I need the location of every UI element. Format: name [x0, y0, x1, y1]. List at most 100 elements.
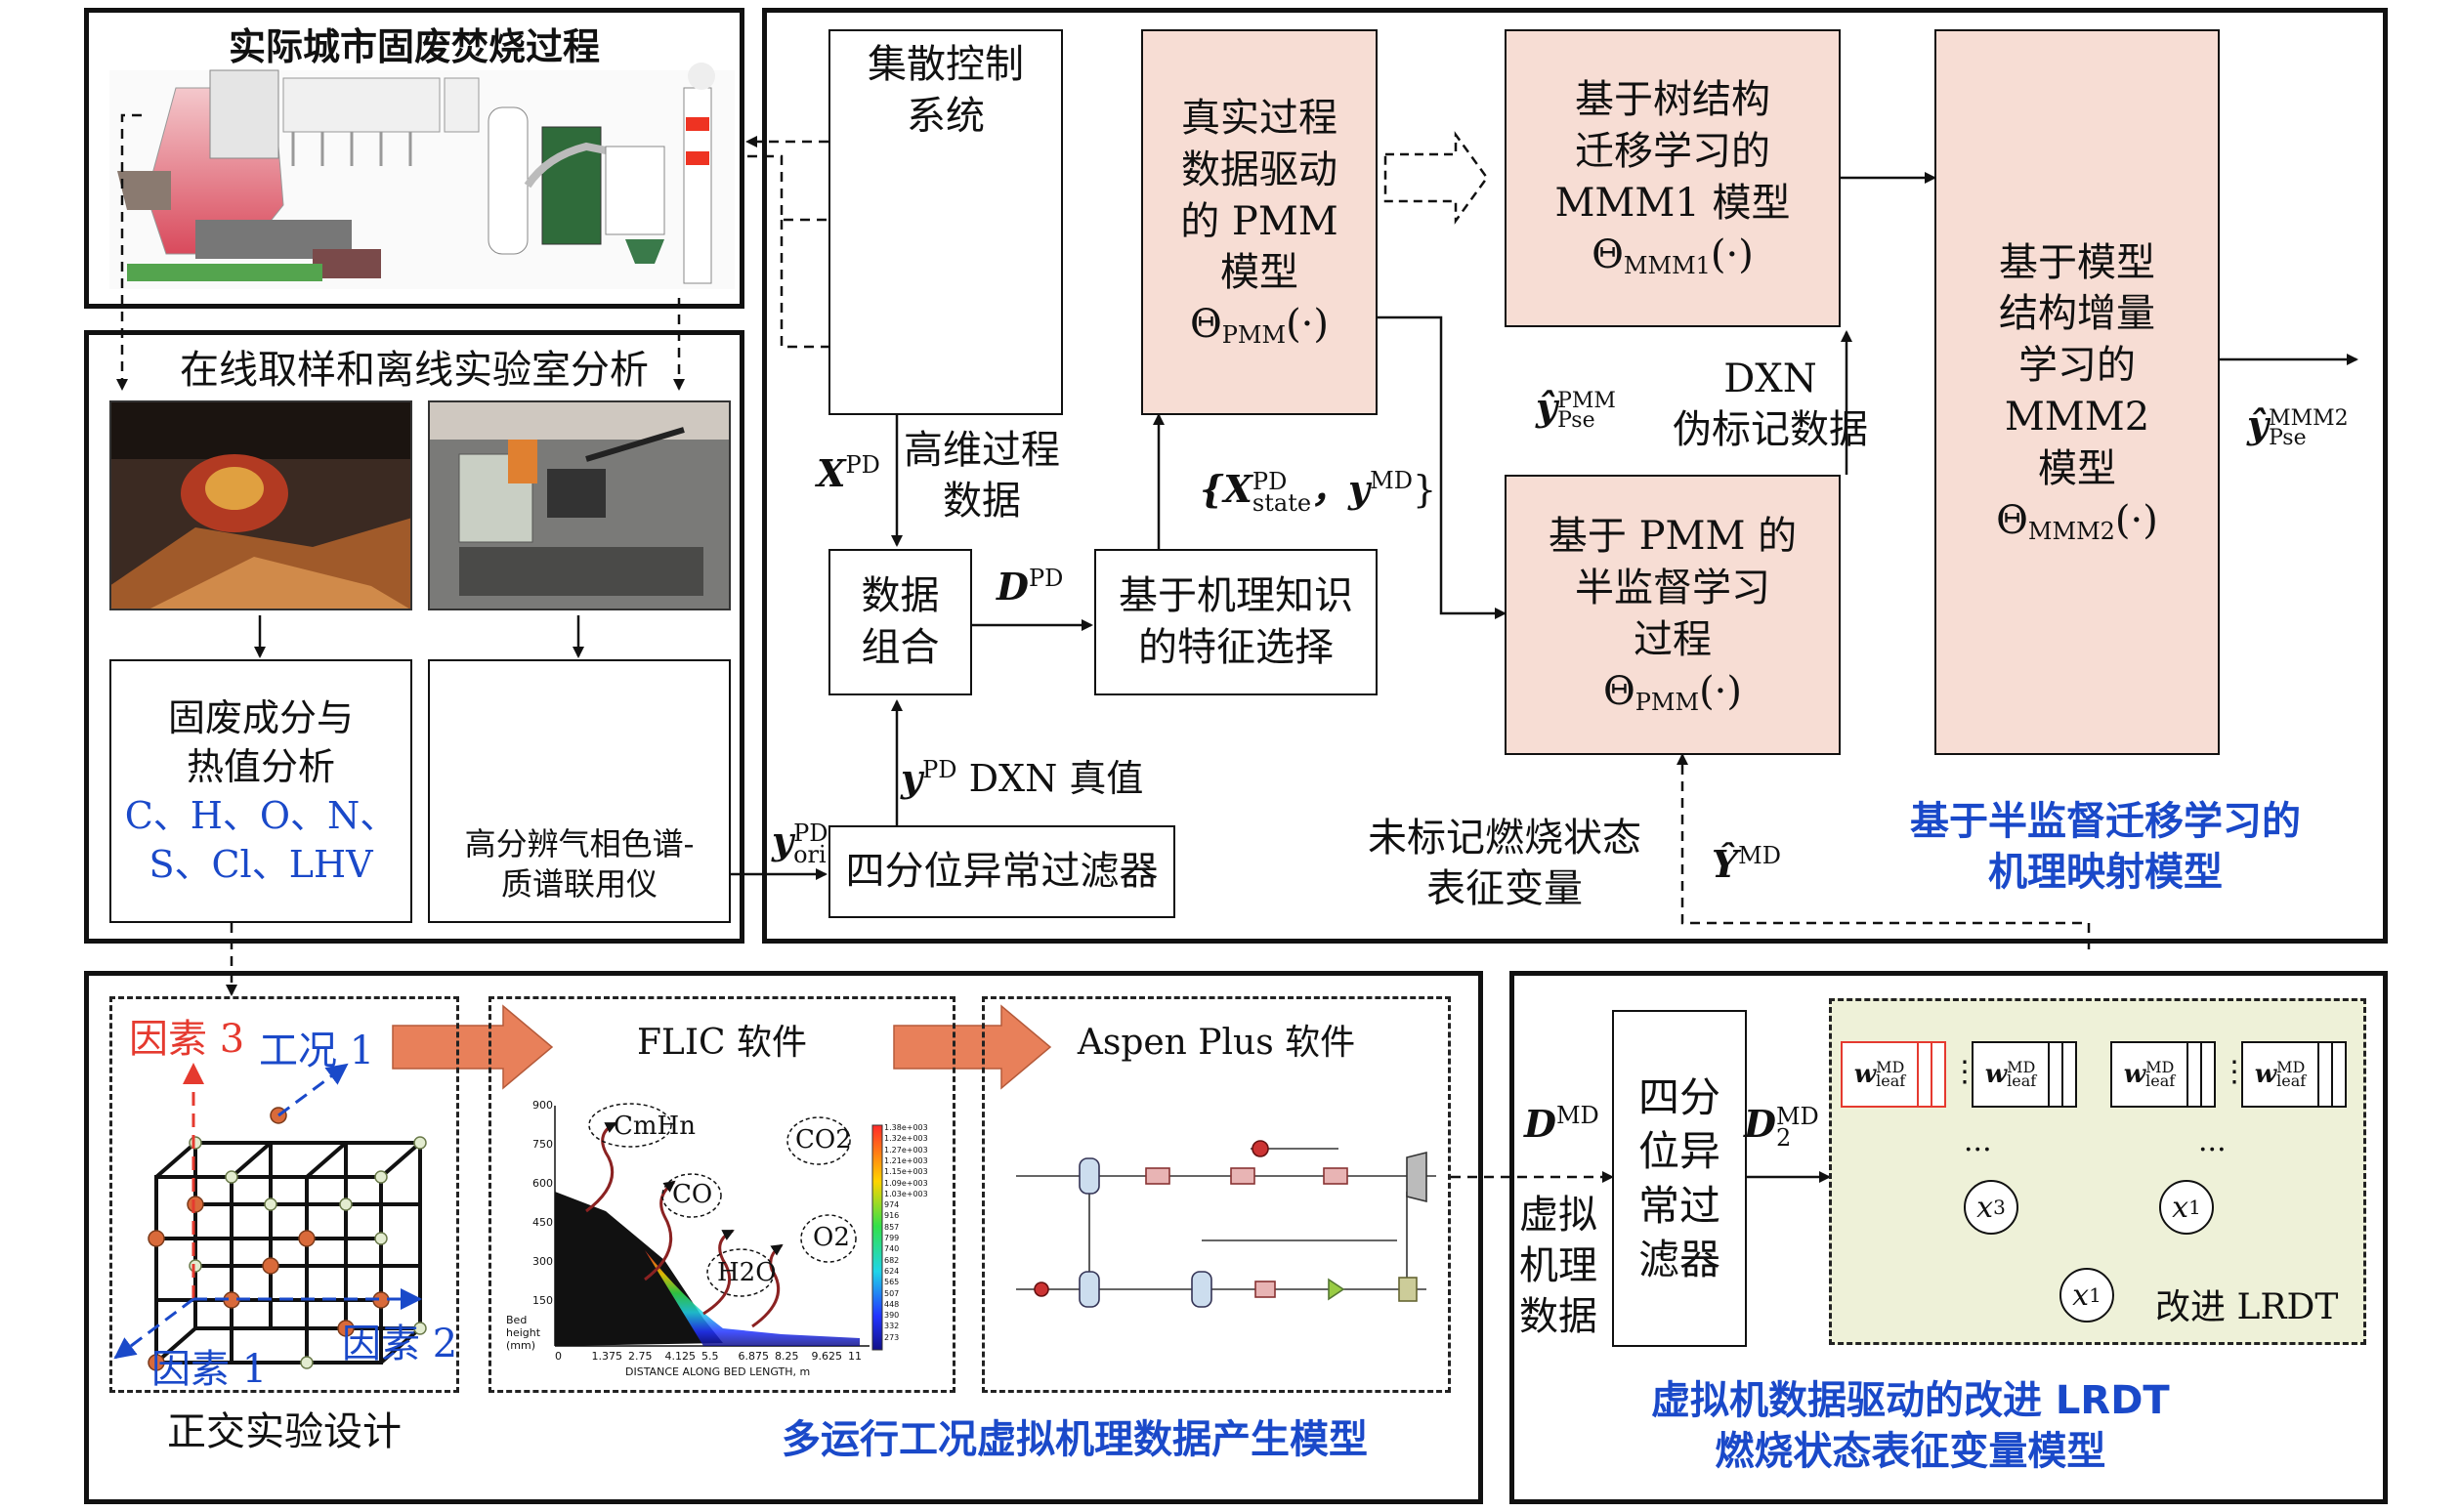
sampling-panel: 在线取样和离线实验室分析 — [84, 330, 744, 944]
orthogonal-caption: 正交实验设计 — [167, 1409, 402, 1454]
flic-xtick: 5.5 — [701, 1350, 719, 1363]
flic-ytick: 300 — [532, 1255, 553, 1268]
mmm2-line4: MMM2 — [2004, 395, 2150, 441]
dcs-line1: 集散控制 — [868, 42, 1024, 87]
flic-xtick: 1.375 — [591, 1350, 623, 1363]
feature-selection-box: 基于机理知识 的特征选择 — [1094, 549, 1378, 695]
mmm2-line5: 模型 — [2038, 445, 2116, 491]
flic-legend-value: 273 — [884, 1332, 900, 1342]
node-ellipsis-2: ··· — [2198, 1133, 2227, 1167]
incineration-panel: 实际城市固废焚烧过程 — [84, 8, 744, 309]
flic-legend-value: 1.03e+003 — [884, 1189, 928, 1198]
mmm2-theta: ΘMMM2(·) — [1996, 497, 2158, 545]
big-orange-arrows — [392, 1004, 1052, 1090]
lrdt-panel — [1509, 971, 2388, 1504]
mmm1-line1: 基于树结构 — [1575, 77, 1770, 123]
flic-legend-value: 857 — [884, 1222, 900, 1232]
pmm-theta: ΘPMM(·) — [1189, 302, 1330, 350]
flic-xtick: 8.25 — [775, 1350, 799, 1363]
flic-legend-value: 565 — [884, 1278, 900, 1287]
lrdt-caption: 虚拟机数据驱动的改进 LRDT 燃烧状态表征变量模型 — [1651, 1378, 2170, 1474]
data-combine-line1: 数据 — [861, 573, 940, 619]
feature-selection-line2: 的特征选择 — [1138, 625, 1334, 670]
transfer-arrow — [1383, 131, 1489, 225]
semi-line1: 基于 PMM 的 — [1548, 514, 1798, 560]
flic-yticks: 900 750 600 450 300 150 — [528, 1099, 553, 1343]
composition-line1: 固废成分与 — [167, 695, 354, 739]
flic-legend-value: 1.27e+003 — [884, 1145, 928, 1155]
flic-legend-value: 682 — [884, 1255, 900, 1265]
incineration-title: 实际城市固废焚烧过程 — [228, 25, 600, 68]
semi-line3: 过程 — [1634, 617, 1712, 663]
elements-line2: S、Cl、LHV — [149, 843, 373, 887]
flic-co-label: CO — [672, 1180, 713, 1209]
pmm-line2: 数据驱动 — [1181, 147, 1337, 192]
high-dim-data-label: 高维过程 数据 — [904, 428, 1060, 524]
flic-frame — [488, 996, 955, 1393]
virtual-data-panel — [84, 971, 1483, 1504]
flic-xtick: 2.75 — [628, 1350, 653, 1363]
mmm1-theta: ΘMMM1(·) — [1592, 231, 1754, 279]
quartile-filter-bottom: 四分 位异 常过 滤器 — [1612, 1010, 1747, 1347]
flic-o2-label: O2 — [813, 1223, 850, 1252]
flic-legend-value: 332 — [884, 1322, 900, 1331]
composition-line2: 热值分析 — [186, 744, 335, 788]
aspen-flowsheet — [1016, 1140, 1436, 1308]
virtual-data-caption: 多运行工况虚拟机理数据产生模型 — [782, 1417, 1368, 1462]
grab-crane-photo — [109, 400, 412, 610]
mmm2-line3: 学习的 — [2018, 343, 2136, 389]
flic-legend-value: 1.21e+003 — [884, 1155, 928, 1165]
mmm2-line1: 基于模型 — [1999, 239, 2155, 285]
dxn-pseudo-label: DXN 伪标记数据 — [1673, 357, 1868, 452]
orthogonal-design-frame — [109, 996, 459, 1393]
x-pd-label: XPD — [817, 451, 880, 495]
sampling-connectors — [116, 113, 828, 996]
data-combine-box: 数据 组合 — [828, 549, 972, 695]
flic-ytick: 150 — [532, 1294, 553, 1307]
elements-line1: C、H、O、N、 — [124, 794, 398, 837]
flic-legend-value: 740 — [884, 1244, 900, 1254]
flic-legend-value: 974 — [884, 1200, 900, 1210]
flic-ytick: 450 — [532, 1216, 553, 1229]
mmm2-line2: 结构增量 — [1999, 291, 2155, 337]
leaf-ellipsis-1: ⋮ — [1950, 1055, 1979, 1089]
pmm-line1: 真实过程 — [1181, 96, 1337, 142]
orthogonal-cube — [154, 1141, 422, 1365]
pmm-line3: 的 PMM — [1180, 198, 1338, 244]
flic-legend-value: 799 — [884, 1234, 900, 1242]
unlabeled-vars-label: 未标记燃烧状态 表征变量 — [1368, 816, 1641, 911]
semi-theta: ΘPMM(·) — [1602, 668, 1743, 716]
data-combine-line2: 组合 — [861, 625, 940, 670]
flic-xtick: 9.625 — [811, 1350, 843, 1363]
pmm-model-box: 真实过程 数据驱动 的 PMM 模型 ΘPMM(·) — [1141, 29, 1378, 415]
composition-analysis-box: 固废成分与 热值分析 C、H、O、N、 S、Cl、LHV — [109, 659, 412, 923]
flic-h2o-label: H2O — [717, 1258, 777, 1287]
flic-ytick: 900 — [532, 1099, 553, 1112]
grab-crane-photo-frame — [109, 400, 412, 610]
mmm1-model-box: 基于树结构 迁移学习的 MMM1 模型 ΘMMM1(·) — [1505, 29, 1841, 327]
dcs-box: 集散控制 系统 — [828, 29, 1063, 415]
flic-co2-label: CO2 — [795, 1125, 852, 1155]
sampling-photo-frame — [428, 400, 731, 610]
aspen-title: Aspen Plus 软件 — [1077, 1023, 1356, 1063]
flic-ytick: 600 — [532, 1177, 553, 1190]
flic-legend-value: 916 — [884, 1211, 900, 1221]
y-md-label: ŶMD — [1712, 842, 1781, 886]
flic-ytick: 750 — [532, 1138, 553, 1151]
flic-xtick: 11 — [848, 1350, 862, 1363]
quartile-filter-top: 四分位异常过滤器 — [828, 825, 1175, 918]
leaf-ellipsis-2: ⋮ — [2220, 1055, 2249, 1089]
incineration-process-drawing — [109, 63, 735, 289]
mapping-model-panel — [762, 8, 2388, 944]
